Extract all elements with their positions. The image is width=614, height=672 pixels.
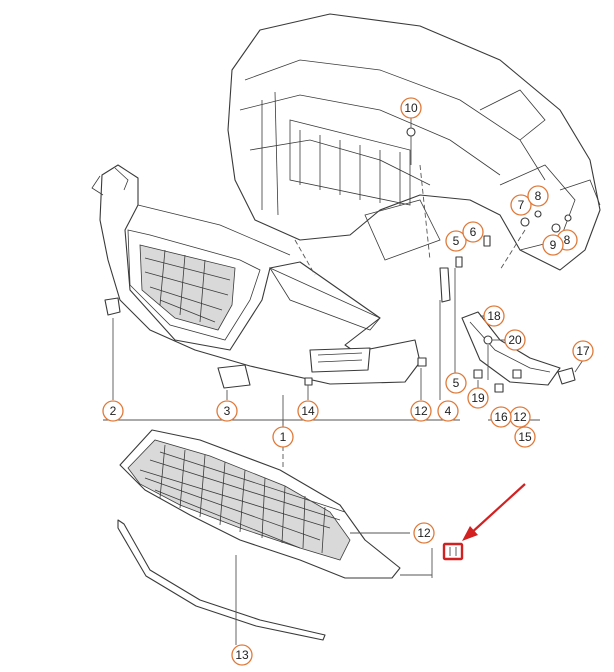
callout-5-lower: 5 xyxy=(445,372,467,394)
callout-8-upper: 8 xyxy=(527,185,549,207)
svg-text:7: 7 xyxy=(518,198,525,212)
side-bracket xyxy=(439,267,561,386)
svg-text:16: 16 xyxy=(494,410,508,424)
svg-text:2: 2 xyxy=(110,404,117,418)
svg-text:3: 3 xyxy=(224,404,231,418)
highlighted-clip xyxy=(442,542,464,561)
callout-17: 17 xyxy=(572,340,594,362)
leader-lines xyxy=(103,118,584,645)
callout-12-bracket: 12 xyxy=(509,406,531,428)
svg-text:17: 17 xyxy=(576,344,590,358)
callout-5-upper: 5 xyxy=(445,230,467,252)
callout-15: 15 xyxy=(514,426,536,448)
svg-text:8: 8 xyxy=(564,233,571,247)
svg-text:18: 18 xyxy=(487,309,501,323)
svg-text:15: 15 xyxy=(518,430,532,444)
svg-text:5: 5 xyxy=(453,234,460,248)
callout-12-lower: 12 xyxy=(413,522,435,544)
callout-6: 6 xyxy=(462,221,484,243)
svg-text:12: 12 xyxy=(513,410,527,424)
svg-text:1: 1 xyxy=(280,430,287,444)
callout-4: 4 xyxy=(437,400,459,422)
highlight-arrow xyxy=(462,483,526,541)
callout-12-bumper: 12 xyxy=(410,400,432,422)
svg-text:12: 12 xyxy=(414,404,428,418)
svg-text:19: 19 xyxy=(471,391,485,405)
callout-7: 7 xyxy=(510,194,532,216)
callout-14: 14 xyxy=(297,400,319,422)
svg-text:9: 9 xyxy=(550,238,557,252)
callout-3: 3 xyxy=(216,400,238,422)
callout-9: 9 xyxy=(542,234,564,256)
svg-text:10: 10 xyxy=(404,101,418,115)
svg-text:5: 5 xyxy=(453,376,460,390)
svg-text:12: 12 xyxy=(417,526,431,540)
callout-18: 18 xyxy=(483,305,505,327)
callout-16: 16 xyxy=(490,406,512,428)
svg-text:6: 6 xyxy=(470,225,477,239)
svg-text:4: 4 xyxy=(445,404,452,418)
callout-10: 10 xyxy=(400,97,422,119)
car-front-frame xyxy=(227,13,601,271)
trim-strip xyxy=(117,519,326,641)
callout-2: 2 xyxy=(102,400,124,422)
lower-grille-panel xyxy=(119,429,401,579)
svg-text:8: 8 xyxy=(535,189,542,203)
svg-text:14: 14 xyxy=(301,404,315,418)
bumper-cover xyxy=(91,164,421,389)
svg-text:13: 13 xyxy=(235,648,249,662)
callout-13: 13 xyxy=(231,644,253,666)
callout-19: 19 xyxy=(467,387,489,409)
svg-text:20: 20 xyxy=(508,333,522,347)
callout-20: 20 xyxy=(504,329,526,351)
callout-1: 1 xyxy=(272,426,294,448)
